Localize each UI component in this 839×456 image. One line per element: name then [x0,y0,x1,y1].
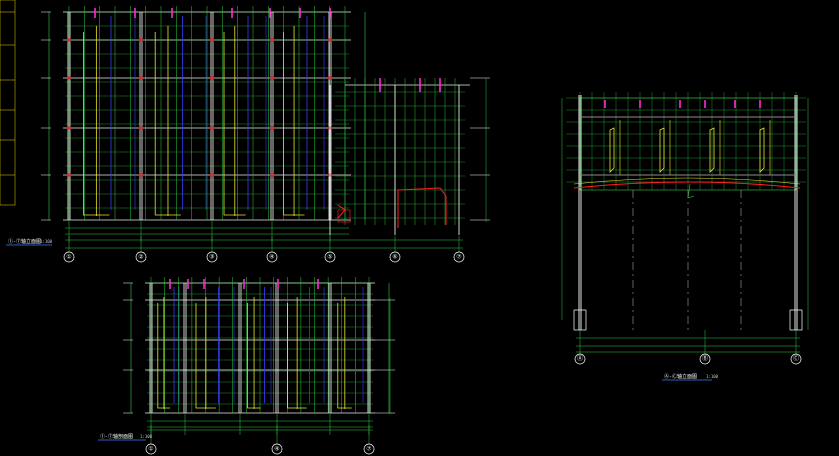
axis-bubbles-a: ① ② ③ ④ ⑤ ⑥ ⑦ [63,251,465,263]
svg-text:Ⓐ-Ⓒ轴立面图: Ⓐ-Ⓒ轴立面图 [664,373,697,380]
cad-rect [337,209,351,223]
cad-path [283,32,305,216]
svg-text:①-⑦轴剖面图: ①-⑦轴剖面图 [100,433,133,440]
title-a: ①-⑦轴立面图 1:100 [6,238,53,246]
cad-rect [573,309,587,331]
cad-path [287,303,307,409]
cad-path [687,183,695,199]
joint-marker [139,173,143,177]
title-c: ①-⑦轴剖面图 1:100 [98,433,153,441]
svg-text:1:100: 1:100 [40,239,53,244]
cad-rect [789,309,803,331]
svg-text:②: ② [138,254,143,261]
section-drawing-b[interactable] [561,92,809,355]
joint-marker [270,76,274,80]
svg-text:④: ④ [269,254,274,261]
joint-marker [328,38,332,42]
joint-marker [210,173,214,177]
svg-text:⑦: ⑦ [456,254,461,261]
svg-text:⑤: ⑤ [327,254,332,261]
joint-marker [328,76,332,80]
elevation-drawing-c[interactable] [123,277,395,444]
cad-path [223,32,246,216]
joint-marker [210,126,214,130]
cad-path [337,303,352,409]
joint-marker [139,76,143,80]
svg-text:④: ④ [274,446,279,453]
title-block [0,0,16,206]
svg-text:⑥: ⑥ [392,254,397,261]
joint-marker [210,38,214,42]
svg-text:①: ① [148,446,153,453]
cad-path [247,303,261,409]
svg-text:Ⓐ: Ⓐ [577,355,583,363]
svg-text:1:100: 1:100 [140,434,153,439]
joint-marker [67,76,71,80]
joint-marker [270,173,274,177]
cad-path [573,181,801,189]
elevation-drawing-a[interactable] [41,6,490,252]
svg-text:①-⑦轴立面图: ①-⑦轴立面图 [8,238,41,245]
title-b: Ⓐ-Ⓒ轴立面图 1:100 [662,373,719,381]
svg-text:⑦: ⑦ [366,446,371,453]
cad-path [195,303,216,409]
joint-marker [270,126,274,130]
cad-path [397,187,447,225]
cad-path [337,204,346,219]
cad-path [157,303,171,409]
joint-marker [67,126,71,130]
cad-path [659,127,665,173]
axis-bubbles-b: Ⓐ Ⓑ Ⓒ [574,353,802,365]
cad-path [573,177,801,185]
joint-marker [139,126,143,130]
joint-marker [67,173,71,177]
joint-marker [270,38,274,42]
cad-path [154,32,181,216]
cad-path [709,127,715,173]
cad-path [759,127,765,173]
svg-text:Ⓒ: Ⓒ [793,355,799,363]
axis-bubbles-c: ① ④ ⑦ [145,443,375,455]
joint-marker [210,76,214,80]
svg-text:③: ③ [209,254,214,261]
cad-path [609,127,615,173]
cad-path [83,32,110,216]
joint-marker [67,38,71,42]
joint-marker [139,38,143,42]
svg-text:1:100: 1:100 [706,374,719,379]
svg-text:Ⓑ: Ⓑ [702,355,708,363]
svg-text:①: ① [66,254,71,261]
